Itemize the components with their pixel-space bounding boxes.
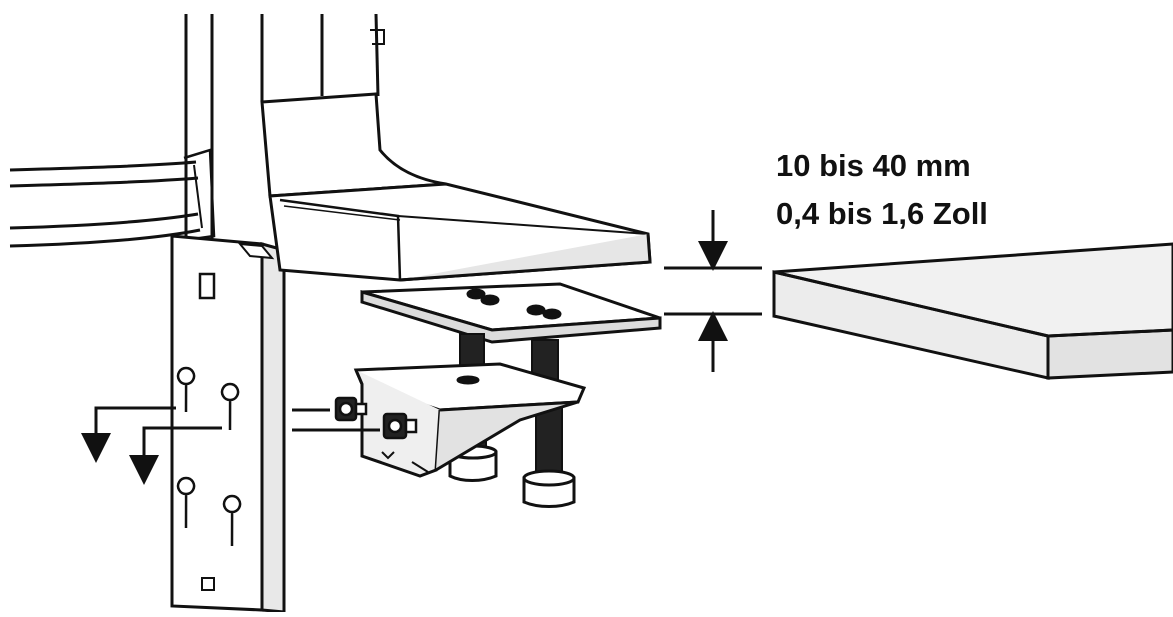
cable-bundle bbox=[9, 148, 216, 248]
dimension-label-metric: 10 bis 40 mm bbox=[776, 148, 971, 183]
clamp-pressure-plate bbox=[360, 282, 662, 344]
mounting-plate bbox=[170, 234, 286, 614]
desk-slab bbox=[772, 242, 1173, 380]
hex-screws bbox=[334, 396, 418, 440]
screw-alignment-lines bbox=[292, 408, 380, 432]
dimension-label-imperial: 0,4 bis 1,6 Zoll bbox=[776, 196, 988, 231]
thickness-dimension bbox=[664, 210, 762, 372]
support-arm-foot bbox=[260, 92, 652, 282]
direction-arrows bbox=[81, 406, 222, 485]
